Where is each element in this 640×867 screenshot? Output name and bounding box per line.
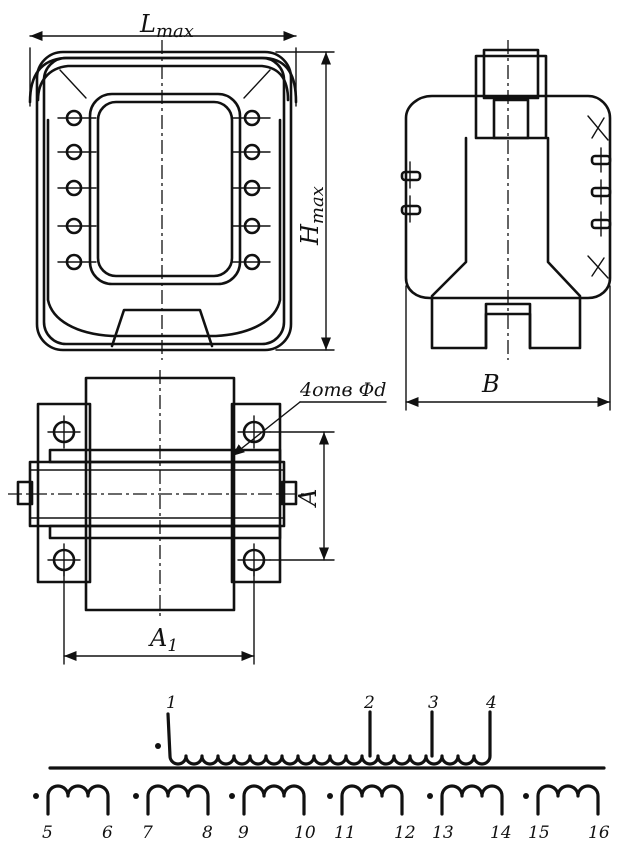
dimension-label-a: A (294, 489, 322, 508)
dimension-label-a1-sub: 1 (167, 636, 178, 656)
top-view (8, 370, 310, 620)
terminal-4: 4 (485, 693, 497, 713)
holes-callout: 4отв Φd (231, 379, 387, 457)
terminal-5: 5 (42, 823, 53, 843)
dimension-b: B (405, 285, 611, 411)
svg-text:Hmax: Hmax (296, 186, 328, 246)
holes-label: 4отв Φd (299, 379, 386, 401)
terminal-9: 9 (238, 823, 249, 843)
dimension-hmax: Hmax (275, 51, 335, 351)
terminal-7: 7 (142, 823, 153, 843)
dimension-a: A (269, 431, 335, 561)
terminal-2: 2 (363, 693, 375, 713)
side-view (400, 40, 612, 360)
dimension-label-lmax: L (139, 10, 156, 38)
terminal-12: 12 (394, 823, 416, 843)
mounting-hole-icons (47, 415, 271, 577)
dimension-label-hmax: H (296, 223, 324, 246)
front-terminals-right (231, 109, 271, 271)
dimension-label-b: B (481, 370, 500, 398)
dimension-label-lmax-sub: max (156, 21, 194, 42)
secondary-windings: 5 6 7 8 9 10 11 12 13 14 15 1 (33, 784, 610, 843)
terminal-15: 15 (528, 823, 550, 843)
side-terminals-left (400, 161, 422, 223)
terminal-13: 13 (432, 823, 454, 843)
terminal-14: 14 (490, 823, 512, 843)
terminal-3: 3 (428, 693, 439, 713)
primary-winding: 1 2 3 4 (155, 693, 497, 766)
front-terminals-left (57, 109, 97, 271)
svg-text:Lmax: Lmax (139, 10, 194, 42)
winding-schematic: 1 2 3 4 5 6 7 8 9 10 11 12 (33, 693, 610, 843)
primary-polarity-dot (155, 743, 161, 749)
terminal-10: 10 (294, 823, 316, 843)
dimension-label-hmax-sub: max (307, 186, 328, 224)
terminal-1: 1 (166, 693, 177, 713)
terminal-8: 8 (202, 823, 213, 843)
terminal-6: 6 (102, 823, 113, 843)
side-terminals-right (587, 115, 612, 279)
dimension-label-a1: A (148, 624, 167, 652)
terminal-16: 16 (588, 823, 610, 843)
dimension-lmax: Lmax (29, 10, 297, 107)
dimension-a1: A1 (63, 569, 255, 665)
front-view (28, 40, 298, 360)
svg-text:A1: A1 (148, 624, 178, 656)
terminal-11: 11 (334, 823, 356, 843)
